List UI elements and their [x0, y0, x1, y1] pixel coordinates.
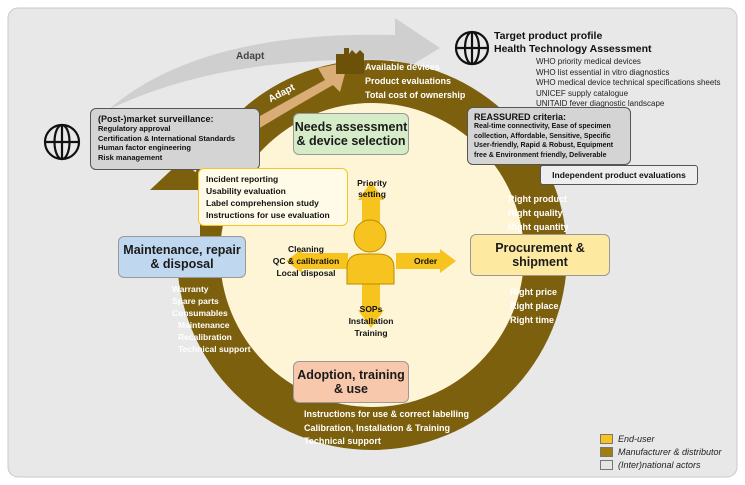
rights-list: Right product Right quality Right quanti… — [508, 192, 569, 234]
hta-item: WHO priority medical devices — [536, 57, 641, 66]
adoption-item: Technical support — [304, 436, 381, 446]
cleaning-line: Cleaning — [288, 244, 324, 254]
maintenance-item: Spare parts — [172, 296, 219, 306]
price-item: Right time — [510, 315, 554, 325]
sops-line: Installation — [348, 316, 394, 326]
maintenance-item: Technical support — [178, 344, 251, 354]
rights-item: Right quantity — [508, 222, 569, 232]
user-icon — [346, 219, 395, 285]
rights-item: Right quality — [508, 208, 563, 218]
reassured-item: collection, Affordable, Sensitive, Speci… — [474, 132, 611, 140]
legend-item-manufacturer: Manufacturer & distributor — [600, 447, 722, 457]
maintenance-box: Maintenance, repair & disposal — [118, 236, 246, 278]
surveillance-title: (Post-)market surveillance: — [98, 114, 214, 124]
incident-item: Label comprehension study — [206, 198, 319, 208]
legend-swatch — [600, 434, 613, 444]
procurement-box: Procurement & shipment — [470, 234, 610, 276]
hta-item: WHO list essential in vitro diagnostics — [536, 67, 670, 77]
hta-item: UNITAID fever diagnostic landscape — [536, 99, 665, 109]
legend-label: (Inter)national actors — [618, 460, 701, 470]
priority-setting: Priority setting — [352, 178, 392, 200]
hta-item: UNICEF supply catalogue — [536, 88, 629, 98]
legend-item-end-user: End-user — [600, 434, 655, 444]
order-label: Order — [414, 256, 438, 266]
independent-evaluations-box: Independent product evaluations — [540, 165, 698, 185]
incident-item: Usability evaluation — [206, 186, 286, 196]
hta-title-1: Target product profile — [494, 30, 603, 42]
priority-line: Priority — [357, 178, 387, 188]
surveillance-item: Risk management — [98, 152, 163, 162]
cleaning-line: QC & calibration — [272, 256, 340, 266]
sops-list: SOPs Installation Training — [338, 303, 404, 339]
hta-title-2: Health Technology Assessment — [494, 43, 652, 55]
reassured-title: REASSURED criteria: — [474, 112, 567, 122]
legend-swatch — [600, 447, 613, 457]
priority-line: setting — [358, 189, 386, 199]
available-list: Available devices Product evaluations To… — [365, 60, 465, 102]
maintenance-item: Consumables — [172, 308, 228, 318]
surveillance-item: Regulatory approval — [98, 124, 171, 133]
price-item: Right place — [510, 301, 559, 311]
price-item: Right price — [510, 287, 558, 297]
incident-box: Incident reporting Usability evaluation … — [198, 168, 348, 226]
price-list: Right price Right place Right time — [510, 285, 559, 327]
maintenance-item: Recalibration — [178, 332, 232, 342]
maintenance-item: Warranty — [172, 284, 209, 294]
legend-label: Manufacturer & distributor — [618, 447, 722, 457]
available-item: Available devices — [365, 62, 440, 72]
incident-item: Incident reporting — [206, 174, 279, 184]
legend-swatch — [600, 460, 613, 470]
reassured-item: Real-time connectivity, Ease of specimen — [474, 123, 611, 130]
sops-line: SOPs — [359, 304, 383, 314]
reassured-item: free & Environment friendly, Deliverable — [474, 151, 607, 159]
surveillance-item: Certification & International Standards — [98, 133, 236, 143]
hta-list: WHO priority medical devices WHO list es… — [536, 57, 721, 110]
surveillance-item: Human factor engineering — [98, 143, 191, 152]
adapt-arrow-upper — [108, 18, 440, 110]
globe-icon-left — [43, 123, 81, 161]
rights-item: Right product — [508, 194, 567, 204]
adoption-list: Instructions for use & correct labelling… — [304, 408, 469, 449]
maintenance-item: Maintenance — [178, 320, 230, 330]
available-item: Product evaluations — [365, 76, 452, 86]
cleaning-line: Local disposal — [276, 268, 336, 278]
reassured-item: User-friendly, Rapid & Robust, Equipment — [474, 142, 614, 149]
adapt-label-upper: Adapt — [236, 51, 265, 62]
hta-item: WHO medical device technical specificati… — [536, 78, 721, 88]
center-arrows — [286, 182, 456, 328]
factory-icon — [336, 48, 364, 74]
surveillance-box: (Post-)market surveillance: Regulatory a… — [90, 108, 260, 170]
sops-line: Training — [354, 328, 388, 338]
adoption-box: Adoption, training & use — [293, 361, 409, 403]
reassured-box: REASSURED criteria: Real-time connectivi… — [467, 107, 631, 165]
needs-assessment-box: Needs assessment & device selection — [293, 113, 409, 155]
adoption-item: Calibration, Installation & Training — [304, 422, 451, 433]
legend-item-international: (Inter)national actors — [600, 460, 701, 470]
globe-icon-right — [454, 30, 490, 66]
available-item: Total cost of ownership — [365, 90, 466, 100]
cleaning-list: Cleaning QC & calibration Local disposal — [266, 243, 346, 279]
maintenance-list: Warranty Spare parts Consumables Mainten… — [172, 283, 251, 355]
adoption-item: Instructions for use & correct labelling — [304, 409, 470, 419]
legend-label: End-user — [618, 434, 655, 444]
incident-item: Instructions for use evaluation — [206, 210, 330, 220]
